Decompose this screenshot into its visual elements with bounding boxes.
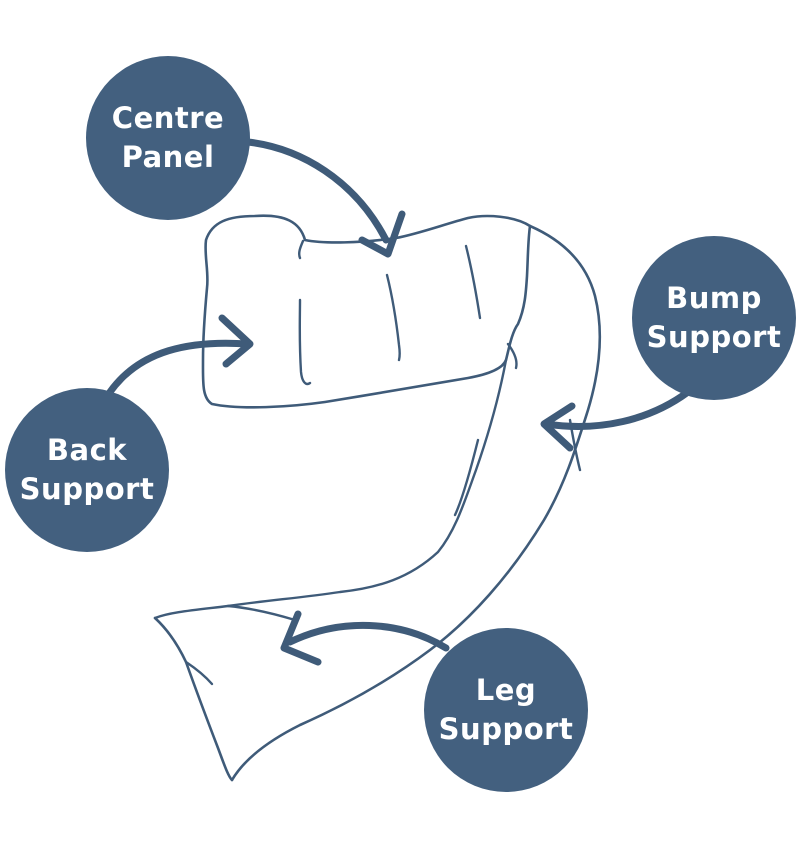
pillow-corner (298, 239, 305, 260)
leg-support-line2: Support (438, 712, 574, 746)
bump-support-line1: Bump (666, 281, 762, 315)
arrow-bump-support (542, 388, 692, 430)
pillow-fold-line-2 (464, 244, 482, 320)
bump-support-label: Bump Support (632, 236, 796, 400)
bump-support-line2: Support (646, 320, 782, 354)
centre-panel-label: Centre Panel (86, 56, 250, 220)
leg-support-line1: Leg (475, 673, 537, 707)
pillow-fold-line (385, 273, 401, 362)
leg-support-label: Leg Support (424, 628, 588, 792)
arrow-back-support (106, 339, 252, 396)
pillow-body-curve (230, 224, 602, 782)
pillow-centre-crease (298, 298, 312, 386)
back-support-line1: Back (46, 433, 128, 467)
centre-panel-line2: Panel (121, 140, 215, 174)
back-support-line2: Support (19, 472, 155, 506)
arrow-centre-panel (244, 138, 390, 244)
pillow-leg-top (153, 616, 234, 782)
arrow-leg-support (286, 621, 450, 652)
pillow-leg-fold (226, 604, 297, 622)
arrow-back-support-head (218, 314, 254, 368)
pillow-outline (201, 214, 532, 409)
arrow-centre-panel-head (358, 210, 406, 258)
back-support-label: Back Support (5, 388, 169, 552)
pillow-notch (506, 342, 518, 370)
arrow-leg-support-head (280, 610, 322, 666)
pillow-leg-edge (184, 660, 214, 686)
arrow-bump-support-head (540, 402, 576, 452)
centre-panel-line1: Centre (111, 101, 225, 135)
pillow-inner-line (453, 438, 480, 517)
